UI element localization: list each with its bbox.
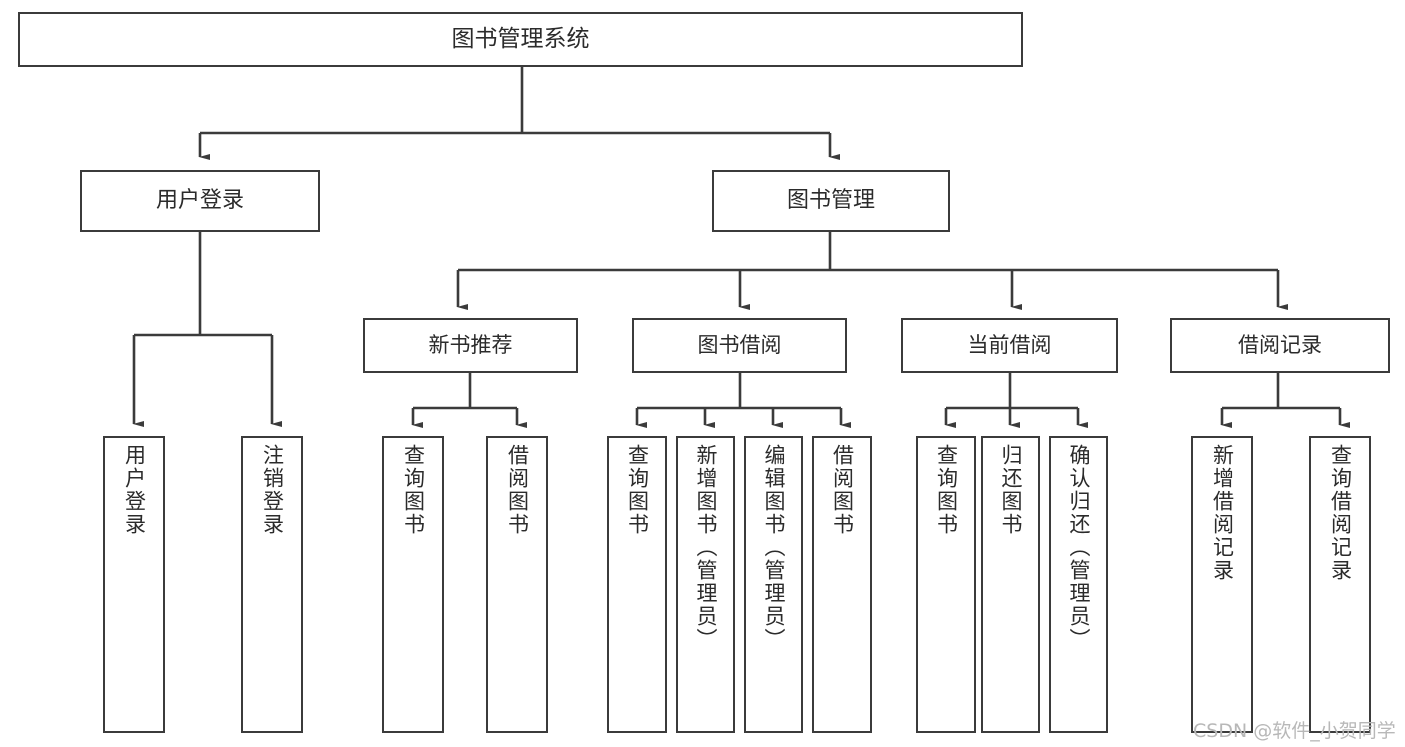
node-label: 借阅记录 (1238, 333, 1322, 357)
node-label: 当前借阅 (967, 333, 1052, 357)
watermark-text: CSDN @软件_小贺同学 (1193, 720, 1396, 742)
node-book-management[interactable]: 图书管理 (712, 170, 950, 232)
node-user-login[interactable]: 用户登录 (80, 170, 320, 232)
node-label: 借阅图书 (505, 444, 530, 536)
node-label: 新书推荐 (428, 333, 513, 357)
leaf-query-borrow-record[interactable]: 查询借阅记录 (1309, 436, 1371, 733)
leaf-logout[interactable]: 注销登录 (241, 436, 303, 733)
node-label: 查询图书 (625, 444, 650, 536)
node-borrow-record[interactable]: 借阅记录 (1170, 318, 1390, 373)
node-label: 查询借阅记录 (1328, 444, 1353, 582)
node-label: 查询图书 (401, 444, 426, 536)
node-label: 图书管理系统 (451, 26, 590, 52)
node-label: 归还图书 (999, 444, 1023, 536)
node-label: 图书借阅 (697, 333, 782, 357)
leaf-borrow-book[interactable]: 借阅图书 (812, 436, 872, 733)
node-label: 新增借阅记录 (1210, 444, 1235, 582)
node-label: 注销登录 (260, 444, 285, 536)
node-label: 借阅图书 (830, 444, 855, 536)
node-label: 新增图书（管理员） (694, 444, 718, 651)
node-book-borrow[interactable]: 图书借阅 (632, 318, 847, 373)
node-label: 用户登录 (122, 444, 147, 536)
leaf-query-book-recommend[interactable]: 查询图书 (382, 436, 444, 733)
node-current-borrow[interactable]: 当前借阅 (901, 318, 1118, 373)
leaf-add-borrow-record[interactable]: 新增借阅记录 (1191, 436, 1253, 733)
leaf-edit-book-admin[interactable]: 编辑图书（管理员） (744, 436, 803, 733)
leaf-query-book-current[interactable]: 查询图书 (916, 436, 976, 733)
node-new-book-recommend[interactable]: 新书推荐 (363, 318, 578, 373)
leaf-query-book[interactable]: 查询图书 (607, 436, 667, 733)
node-label: 确认归还（管理员） (1067, 444, 1091, 651)
leaf-return-book[interactable]: 归还图书 (981, 436, 1040, 733)
node-root-book-management-system[interactable]: 图书管理系统 (18, 12, 1023, 67)
leaf-confirm-return-admin[interactable]: 确认归还（管理员） (1049, 436, 1108, 733)
node-label: 编辑图书（管理员） (762, 444, 786, 651)
node-label: 用户登录 (155, 188, 244, 213)
node-label: 图书管理 (786, 188, 875, 213)
node-label: 查询图书 (934, 444, 959, 536)
leaf-add-book-admin[interactable]: 新增图书（管理员） (676, 436, 735, 733)
leaf-borrow-book-recommend[interactable]: 借阅图书 (486, 436, 548, 733)
leaf-user-login[interactable]: 用户登录 (103, 436, 165, 733)
